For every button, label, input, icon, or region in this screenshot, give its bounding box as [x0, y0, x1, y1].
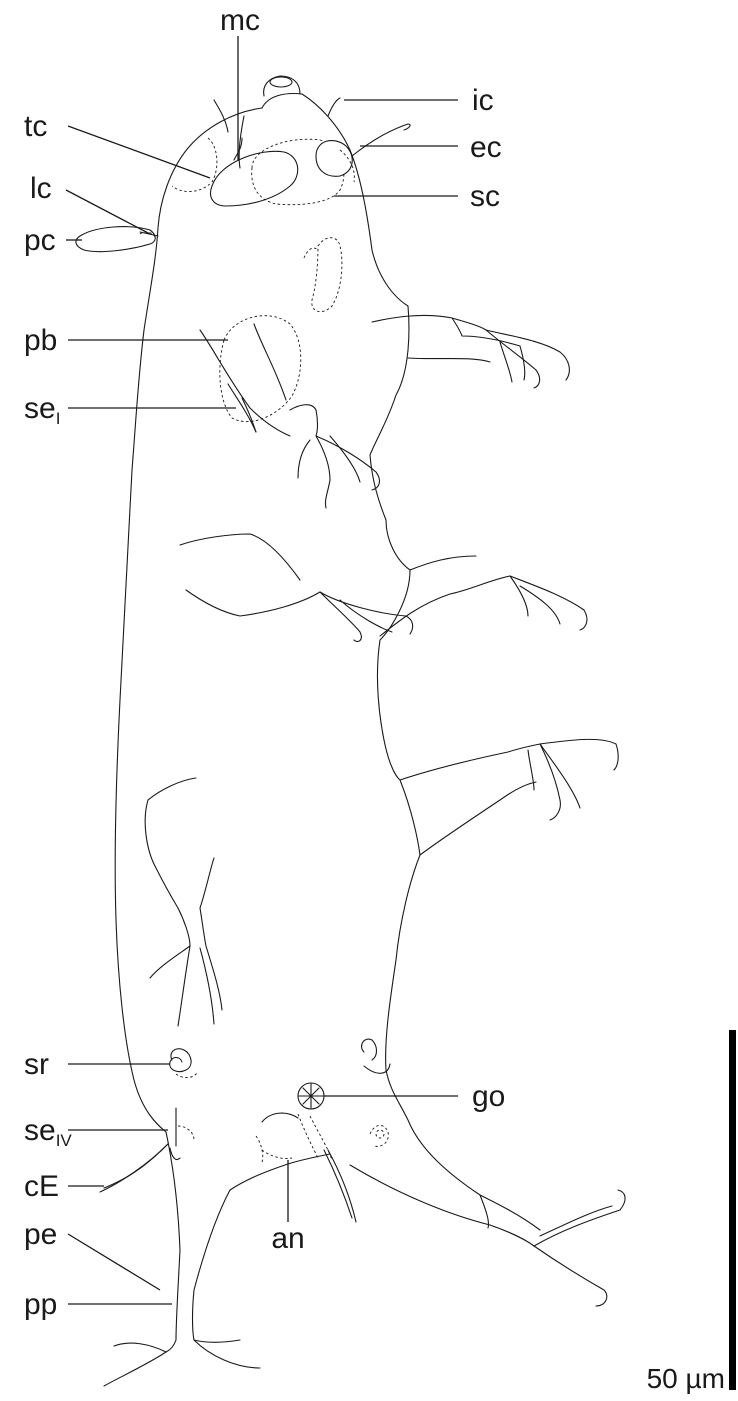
- claws: [104, 330, 625, 1386]
- label-ic: ic: [472, 84, 494, 117]
- label-lc: lc: [30, 172, 52, 205]
- scale-bar: 50 µm: [647, 1030, 736, 1394]
- label-an: an: [271, 1222, 304, 1255]
- body-outline: [115, 76, 540, 1352]
- label-sr: sr: [24, 1048, 49, 1081]
- label-se-i: seI: [24, 392, 60, 428]
- label-pc: pc: [24, 224, 56, 257]
- label-go: go: [472, 1080, 505, 1113]
- leg-iii-right: [400, 744, 540, 855]
- label-ec: ec: [470, 131, 502, 164]
- scale-bar-line: [729, 1030, 736, 1390]
- label-pb: pb: [24, 324, 57, 357]
- label-pp: pp: [24, 1288, 57, 1321]
- label-sc: sc: [470, 180, 500, 213]
- label-se-iv: seIV: [24, 1114, 72, 1150]
- scale-bar-label: 50 µm: [647, 1363, 725, 1394]
- leg-ii-left: [180, 534, 320, 616]
- head-organs: [76, 138, 354, 312]
- labels: mc ic tc ec lc sc pc pb seI sr go seIV c…: [24, 4, 505, 1321]
- label-ce: cE: [24, 1170, 59, 1203]
- label-pe: pe: [24, 1218, 57, 1251]
- label-tc: tc: [24, 110, 47, 143]
- leg-ii-right: [380, 556, 510, 636]
- leg-i-right: [372, 315, 520, 362]
- buccal-region: [220, 316, 301, 432]
- leg-iii-left: [145, 778, 214, 946]
- label-mc: mc: [220, 4, 260, 37]
